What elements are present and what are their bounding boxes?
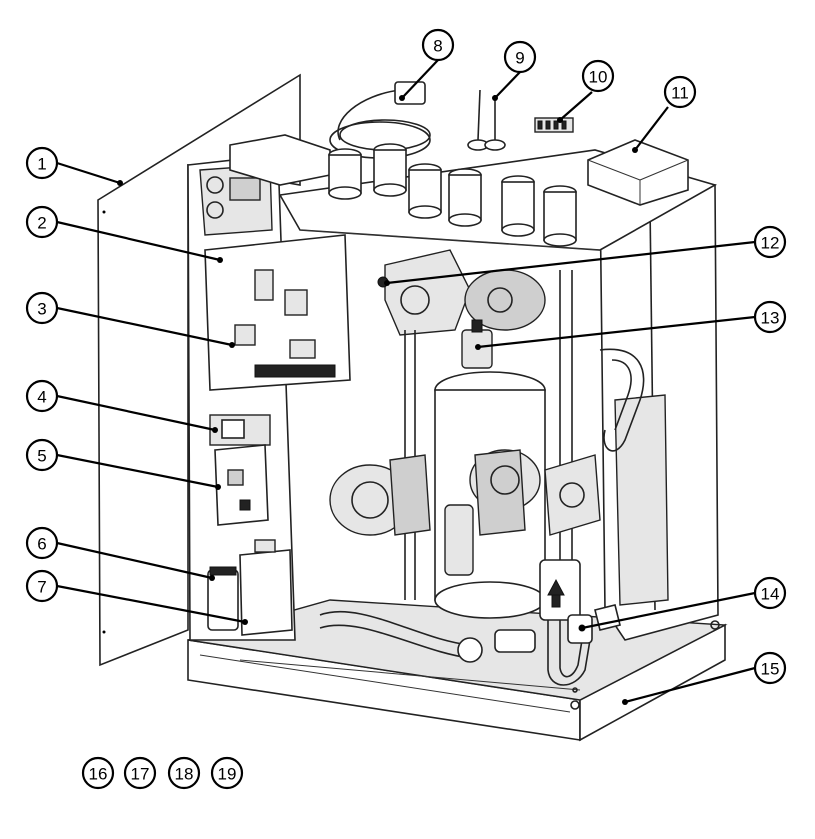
leader-lines xyxy=(56,59,756,705)
callout-15: 15 xyxy=(753,651,787,685)
callout-label: 11 xyxy=(671,84,689,103)
callout-5: 5 xyxy=(25,438,59,472)
callout-label: 3 xyxy=(37,300,46,319)
callout-label: 16 xyxy=(89,765,108,784)
callout-label: 4 xyxy=(37,388,46,407)
callout-label: 7 xyxy=(37,578,46,597)
callout-label: 9 xyxy=(515,49,524,68)
terminal-strip xyxy=(254,364,336,378)
callout-label: 19 xyxy=(218,765,237,784)
callout-14: 14 xyxy=(753,576,787,610)
top-cover xyxy=(587,139,689,206)
callout-label: 14 xyxy=(761,585,780,604)
callout-13: 13 xyxy=(753,300,787,334)
sensor-probes xyxy=(467,89,506,151)
callout-label: 12 xyxy=(761,234,780,253)
callout-label: 17 xyxy=(131,765,150,784)
callout-label: 10 xyxy=(589,68,608,87)
callout-9: 9 xyxy=(503,40,537,74)
terminal-block xyxy=(534,117,574,133)
callout-label: 2 xyxy=(37,214,46,233)
callout-18: 18 xyxy=(167,756,201,790)
lower-pumps xyxy=(329,449,601,576)
base-screw xyxy=(570,700,580,710)
callout-19: 19 xyxy=(210,756,244,790)
callout-label: 13 xyxy=(761,309,780,328)
callout-17: 17 xyxy=(123,756,157,790)
callout-2: 2 xyxy=(25,205,59,239)
right-casing xyxy=(599,184,719,641)
base-screw xyxy=(710,620,720,630)
callout-label: 18 xyxy=(175,765,194,784)
top-valves xyxy=(328,143,577,247)
callout-label: 8 xyxy=(433,37,442,56)
callout-8: 8 xyxy=(421,28,455,62)
bottom-pipework xyxy=(319,559,591,686)
callout-11: 11 xyxy=(663,75,697,109)
callout-1: 1 xyxy=(25,146,59,180)
callout-label: 15 xyxy=(761,660,780,679)
callout-12: 12 xyxy=(753,225,787,259)
callout-6: 6 xyxy=(25,526,59,560)
callout-4: 4 xyxy=(25,379,59,413)
callout-label: 5 xyxy=(37,447,46,466)
upper-pump-assembly xyxy=(377,249,546,336)
callout-label: 1 xyxy=(37,155,46,174)
callout-10: 10 xyxy=(581,59,615,93)
callout-16: 16 xyxy=(81,756,115,790)
callout-7: 7 xyxy=(25,569,59,603)
callout-3: 3 xyxy=(25,291,59,325)
unit-illustration xyxy=(97,73,728,742)
callout-label: 6 xyxy=(37,535,46,554)
control-column xyxy=(187,154,351,641)
